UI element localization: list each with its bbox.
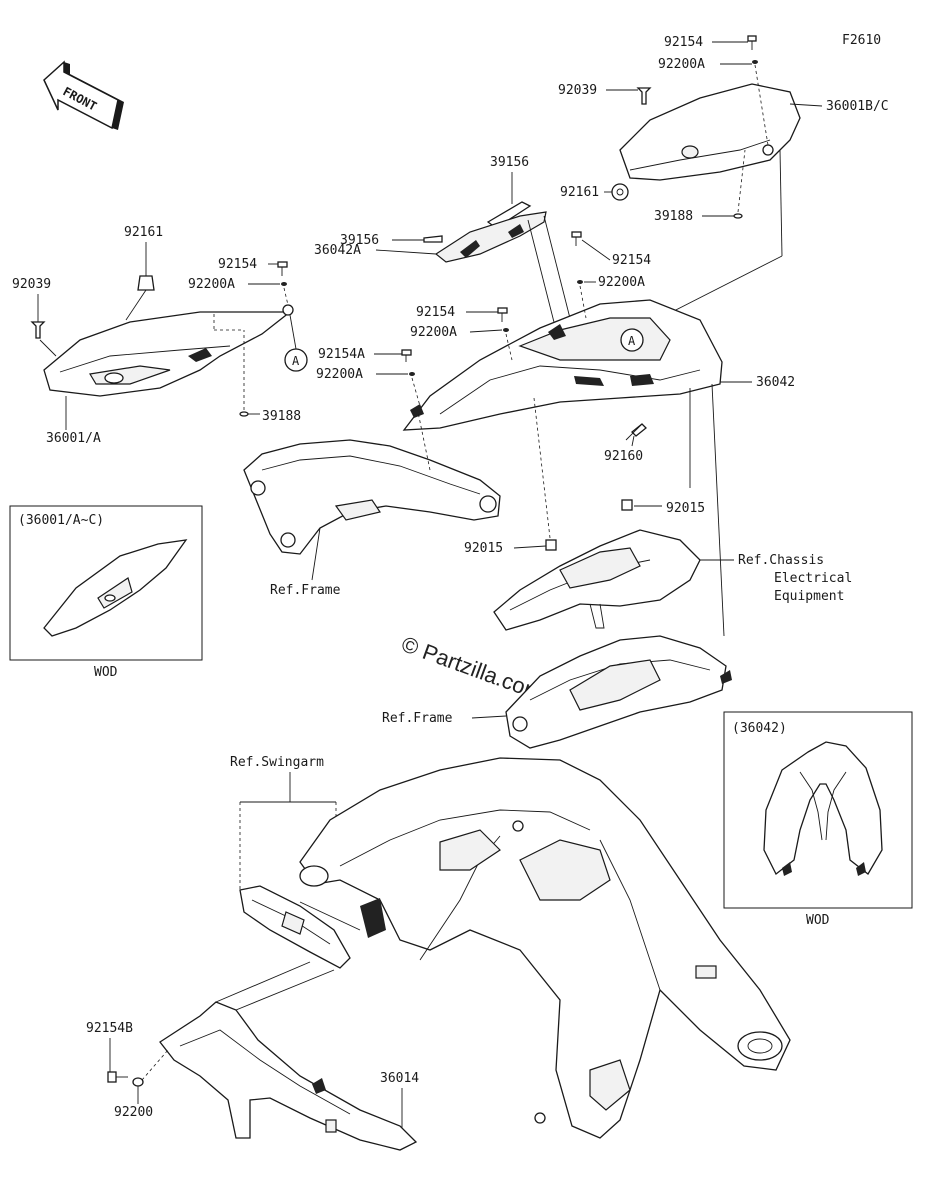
pad-39188-left: [239, 411, 249, 417]
label-36001bc: 36001B/C: [826, 99, 889, 114]
seat-cover-36001bc: [619, 83, 801, 181]
washer-92200: [132, 1077, 144, 1087]
label-ref-chassis-1: Ref.Chassis: [738, 553, 824, 568]
label-92200a-center: 92200A: [410, 325, 457, 340]
label-92154-mid: 92154: [612, 253, 651, 268]
bolt-92154b: [107, 1071, 128, 1083]
bolt-92154-mid: [571, 231, 582, 246]
diagram-code: F2610: [842, 33, 881, 48]
inset-right-box: [723, 711, 913, 909]
chain-cover-36014: [159, 1001, 418, 1151]
label-92015-left: 92015: [464, 541, 503, 556]
grommet-92015-left: [545, 539, 557, 551]
bolt-92154a: [401, 349, 412, 362]
label-39188-right: 39188: [654, 209, 693, 224]
inset-left-title: (36001/A~C): [18, 513, 104, 528]
screw-92039-left: [30, 321, 46, 339]
washer-92200a-lower: [409, 372, 415, 376]
bolt-92154-left: [277, 261, 288, 276]
label-36042: 36042: [756, 375, 795, 390]
swingarm-label-decal: [360, 898, 386, 938]
inset-left-box: [9, 505, 203, 661]
inset-left-caption: WOD: [94, 665, 118, 680]
label-92039-left: 92039: [12, 277, 51, 292]
bolt-92154-top: [747, 35, 757, 50]
label-39188-left: 39188: [262, 409, 301, 424]
label-39156-b: 39156: [340, 233, 379, 248]
label-92200a-lower: 92200A: [316, 367, 363, 382]
label-36001a: 36001/A: [46, 431, 101, 446]
bolt-92154-center: [497, 307, 508, 322]
ref-frame-upper-part: [243, 439, 501, 555]
washer-92200a-mid: [577, 280, 583, 284]
callout-a-left-label: A: [292, 354, 300, 368]
inset-left-cover: [43, 539, 188, 637]
grommet-92015-right: [621, 499, 633, 511]
washer-92200a-left: [281, 282, 287, 286]
bolt-92160: [625, 423, 647, 441]
label-92161-right: 92161: [560, 185, 599, 200]
label-92200: 92200: [114, 1105, 153, 1120]
label-ref-chassis-2: Electrical: [774, 571, 852, 586]
pad-39156-b: [423, 235, 443, 243]
swingarm-part: [299, 757, 791, 1139]
screw-92039-right: [636, 87, 652, 105]
chain-slider-part: [239, 885, 351, 969]
washer-92200a-center: [503, 328, 509, 332]
inset-right-caption: WOD: [806, 913, 830, 928]
label-92200a-top: 92200A: [658, 57, 705, 72]
label-36042a: 36042A: [314, 243, 361, 258]
label-36014: 36014: [380, 1071, 419, 1086]
label-92154b: 92154B: [86, 1021, 133, 1036]
front-arrow-icon: FRONT: [43, 60, 124, 130]
collar-left: [282, 304, 294, 316]
inset-right-cowl: [763, 741, 883, 876]
label-ref-frame-lower: Ref.Frame: [382, 711, 453, 726]
label-92154-top: 92154: [664, 35, 703, 50]
label-ref-swingarm: Ref.Swingarm: [230, 755, 324, 770]
label-92039-right: 92039: [558, 83, 597, 98]
label-92160: 92160: [604, 449, 643, 464]
inset-right-title: (36042): [732, 721, 787, 736]
callout-a-right-label: A: [628, 334, 636, 348]
label-39156-a: 39156: [490, 155, 529, 170]
grommet-92161-right: [611, 183, 629, 201]
washer-92200a-top: [752, 60, 758, 64]
label-ref-chassis-3: Equipment: [774, 589, 844, 604]
label-92200a-mid: 92200A: [598, 275, 645, 290]
label-92015-right: 92015: [666, 501, 705, 516]
ref-frame-lower-part: [505, 635, 732, 749]
seat-cover-36001a: [43, 311, 292, 397]
label-ref-frame-upper: Ref.Frame: [270, 583, 341, 598]
pad-39188-right: [733, 213, 743, 219]
label-92154-left: 92154: [218, 257, 257, 272]
label-92200a-left: 92200A: [188, 277, 235, 292]
electrical-tray-part: [493, 529, 701, 631]
grommet-92161-left: [137, 275, 155, 291]
label-92154-center: 92154: [416, 305, 455, 320]
label-92161-left: 92161: [124, 225, 163, 240]
callout-a-right: [620, 328, 644, 352]
label-92154a: 92154A: [318, 347, 365, 362]
seat-cowl-36042a: [434, 211, 547, 263]
